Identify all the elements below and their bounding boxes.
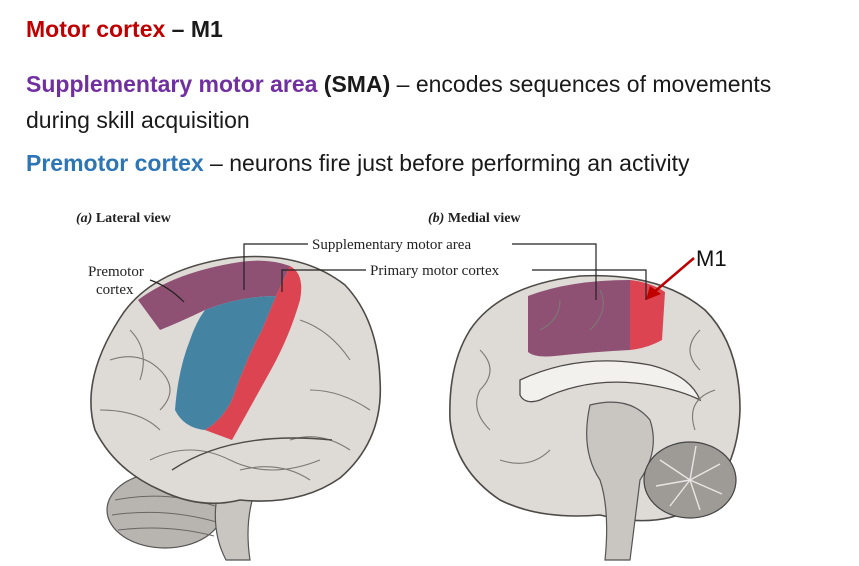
- medial-m1-region: [630, 280, 665, 350]
- medial-brain: [449, 274, 741, 561]
- premotor-line: Premotor cortex – neurons fire just befo…: [26, 150, 689, 177]
- leader-lines: [149, 243, 647, 303]
- corpus-callosum: [519, 360, 702, 403]
- lateral-m1-region: [205, 266, 302, 440]
- medial-brainstem: [586, 401, 654, 561]
- m1-leader-left: [281, 269, 366, 292]
- sma-leader-left: [243, 243, 308, 290]
- premotor-leader: [149, 279, 185, 303]
- motor-cortex-line: Motor cortex – M1: [26, 16, 223, 43]
- lateral-gyri: [99, 319, 371, 481]
- lateral-sma-region: [138, 260, 290, 330]
- m1-callout-arrow: [652, 257, 695, 294]
- sma-term: Supplementary motor area: [26, 71, 318, 97]
- motor-cortex-term: Motor cortex: [26, 16, 166, 42]
- m1-callout-label: M1: [696, 246, 727, 271]
- premotor-description: – neurons fire just before performing an…: [203, 150, 690, 176]
- sma-leader-right: [512, 243, 597, 300]
- motor-cortex-abbr: – M1: [165, 16, 223, 42]
- premotor-term: Premotor cortex: [26, 150, 204, 176]
- m1-leader-right: [532, 269, 647, 300]
- label-supplementary-motor-area: Supplementary motor area: [312, 237, 471, 253]
- lateral-premotor-region: [175, 296, 276, 430]
- arbor-vitae: [655, 445, 723, 511]
- medial-gyri: [476, 289, 716, 464]
- medial-sma-region: [528, 280, 630, 357]
- label-premotor-line2: cortex: [96, 282, 134, 298]
- lateral-brain: [90, 255, 382, 561]
- sma-description: – encodes sequences of movements during …: [26, 71, 772, 133]
- panel-b-title: (b) Medial view: [428, 211, 521, 226]
- sma-line: Supplementary motor area (SMA) – encodes…: [26, 66, 826, 138]
- sma-abbr: (SMA): [317, 71, 391, 97]
- label-premotor-line1: Premotor: [88, 264, 144, 280]
- label-primary-motor-cortex: Primary motor cortex: [370, 263, 500, 279]
- m1-arrowhead: [646, 286, 661, 300]
- lateral-sulcus: [171, 437, 333, 471]
- lateral-brainstem: [214, 487, 257, 561]
- panel-a-title: (a) Lateral view: [76, 211, 172, 226]
